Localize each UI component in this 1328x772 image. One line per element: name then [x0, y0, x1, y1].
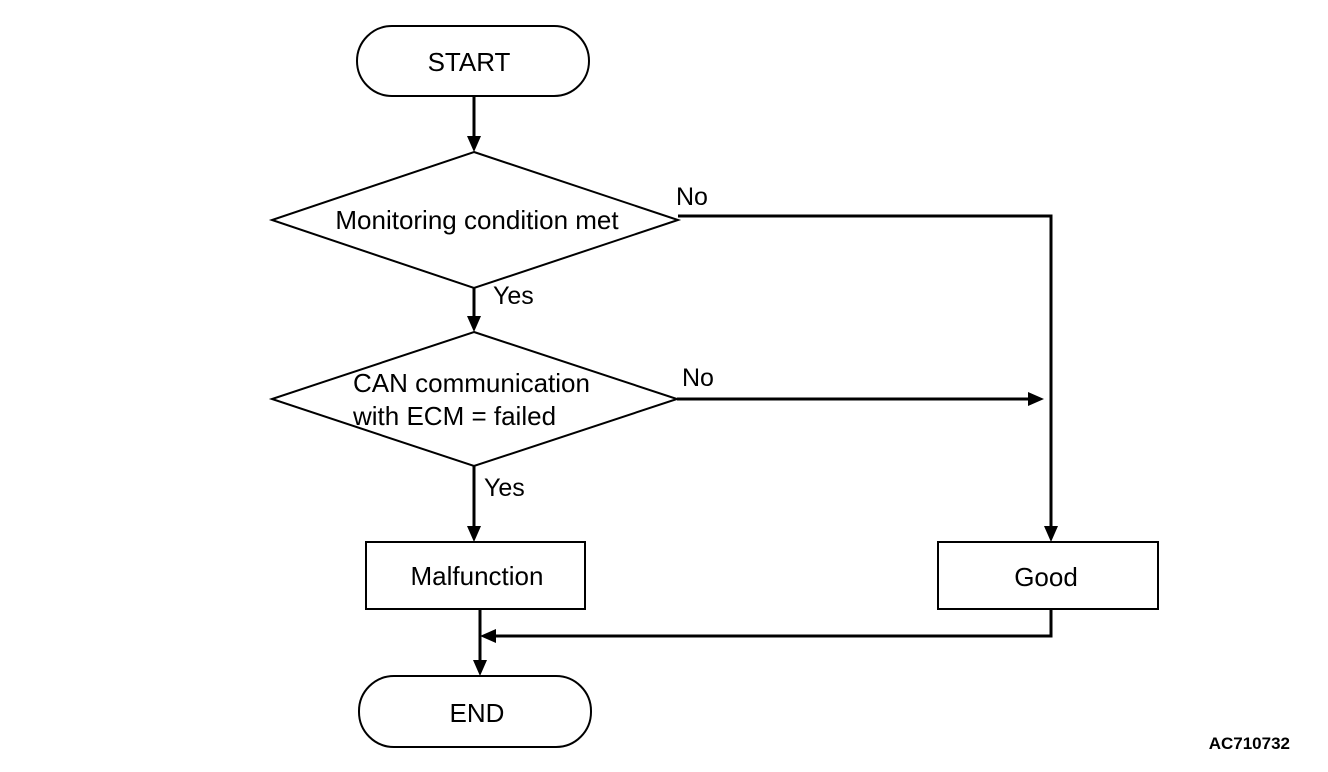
start-label: START — [428, 47, 511, 77]
decision2-no-label: No — [682, 364, 714, 392]
good-node: Good — [937, 541, 1159, 610]
decision1-node: Monitoring condition met — [268, 150, 682, 290]
connector-malfunction-to-end — [473, 609, 487, 676]
connector-decision2-no — [677, 392, 1044, 406]
connector-start-to-decision1 — [467, 96, 481, 152]
connector-good-to-merge — [480, 609, 1053, 643]
end-label: END — [450, 698, 505, 728]
decision2-node: CAN communication with ECM = failed — [268, 330, 681, 468]
malfunction-node: Malfunction — [365, 541, 586, 610]
decision2-yes-label: Yes — [484, 474, 525, 502]
connector-decision1-yes — [467, 288, 481, 332]
decision2-label-line2: with ECM = failed — [352, 401, 556, 431]
decision1-no-label: No — [676, 183, 708, 211]
start-node: START — [356, 25, 590, 97]
end-node: END — [358, 675, 592, 748]
good-label: Good — [1014, 562, 1078, 592]
connector-decision2-yes — [467, 466, 481, 542]
connector-decision1-no — [678, 214, 1058, 542]
malfunction-label: Malfunction — [411, 561, 544, 591]
figure-code: AC710732 — [1209, 734, 1290, 753]
decision1-yes-label: Yes — [493, 282, 534, 310]
decision2-label-line1: CAN communication — [353, 368, 590, 398]
decision1-label: Monitoring condition met — [335, 205, 619, 235]
